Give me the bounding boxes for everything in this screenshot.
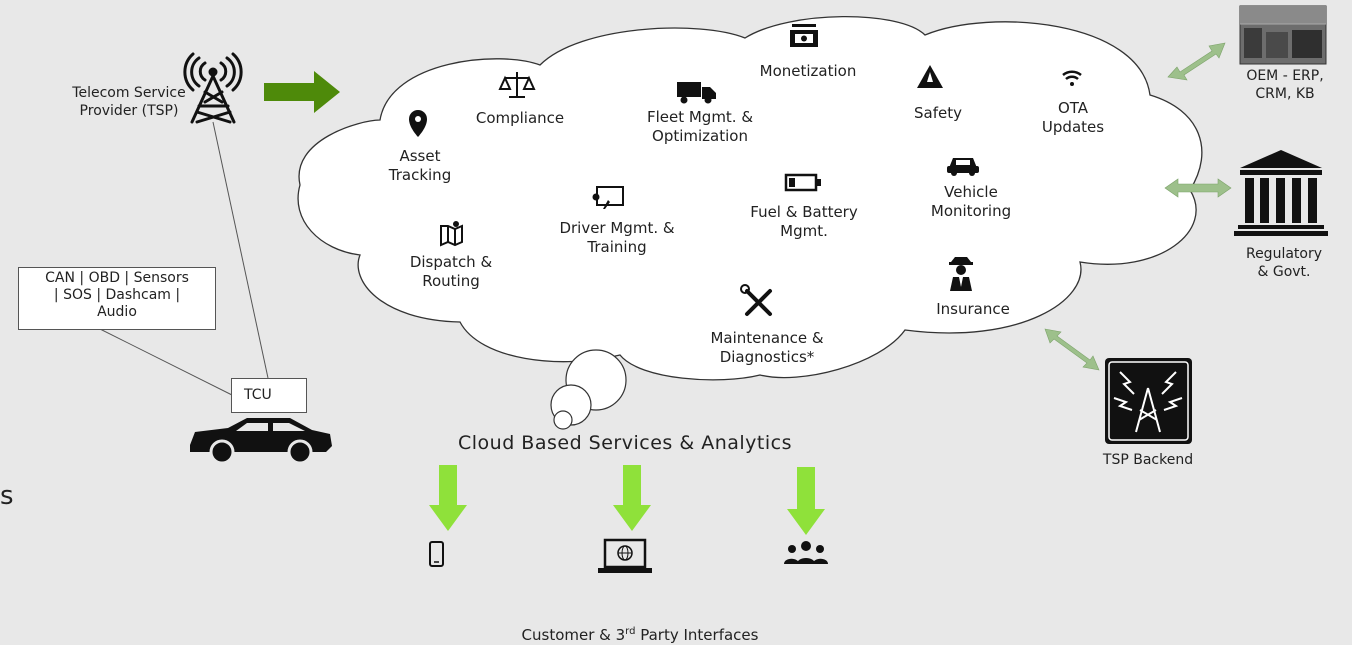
oem-label: OEM - ERP, CRM, KB <box>1246 68 1324 102</box>
asset-tracking-pin-icon <box>409 110 427 137</box>
service-monetization: Monetization <box>759 62 857 80</box>
service-safety: Safety <box>914 104 962 122</box>
radio-tower-icon <box>1105 358 1192 444</box>
service-maintenance: Maintenance & Diagnostics* <box>710 329 824 366</box>
wifi-icon <box>1062 70 1082 86</box>
tower-to-tcu-line <box>212 121 269 379</box>
interfaces-title-main: Customer & 3 <box>521 626 626 644</box>
service-ota-updates: OTA Updates <box>1041 99 1105 136</box>
government-building-icon <box>1234 150 1328 236</box>
service-fuel-battery: Fuel & Battery Mgmt. <box>750 203 858 240</box>
map-icon <box>440 221 463 247</box>
tsp-label: Telecom Service Provider (TSP) <box>72 85 186 119</box>
tcu-label: TCU <box>244 387 272 403</box>
service-dispatch-routing: Dispatch & Routing <box>409 253 493 290</box>
thought-bubbles <box>550 349 627 430</box>
tsp-to-cloud-arrow <box>264 71 340 113</box>
tsp-backend-label: TSP Backend <box>1102 452 1194 468</box>
service-fleet-mgmt: Fleet Mgmt. & Optimization <box>646 108 754 145</box>
cloud-shape <box>297 15 1203 381</box>
edge-cropped-text: s <box>0 481 14 511</box>
sensors-to-tcu-line <box>97 327 233 396</box>
sensors-box: CAN | OBD | Sensors | SOS | Dashcam | Au… <box>18 267 216 330</box>
smartphone-icon <box>429 541 444 567</box>
external-arrows <box>1044 42 1232 371</box>
car-icon <box>190 418 332 465</box>
service-vehicle-monitoring: Vehicle Monitoring <box>930 183 1012 220</box>
warning-icon <box>917 65 943 88</box>
service-compliance: Compliance <box>475 109 565 127</box>
interface-arrows <box>429 465 825 535</box>
truck-icon <box>677 82 716 104</box>
scales-icon <box>498 72 536 98</box>
car-small-icon <box>947 158 979 176</box>
service-insurance: Insurance <box>936 300 1010 318</box>
diagram-canvas <box>97 5 1328 573</box>
tcu-box <box>231 378 307 413</box>
laptop-icon <box>598 538 652 573</box>
interfaces-title-end: Party Interfaces <box>635 626 759 644</box>
service-asset-tracking: Asset Tracking <box>388 147 452 184</box>
money-icon <box>790 24 818 47</box>
tools-icon <box>740 284 772 316</box>
battery-icon <box>784 173 821 192</box>
regulatory-label: Regulatory & Govt. <box>1245 246 1323 280</box>
interfaces-title-sup: rd <box>625 626 636 637</box>
users-icon <box>784 541 828 564</box>
cloud-title: Cloud Based Services & Analytics <box>458 432 792 454</box>
presentation-icon <box>589 186 624 209</box>
service-driver-mgmt: Driver Mgmt. & Training <box>559 219 675 256</box>
factory-photo <box>1239 5 1327 65</box>
interfaces-title: Customer & 3rd Party Interfaces <box>470 603 810 645</box>
cell-tower-icon <box>183 52 243 124</box>
agent-icon <box>949 257 973 291</box>
